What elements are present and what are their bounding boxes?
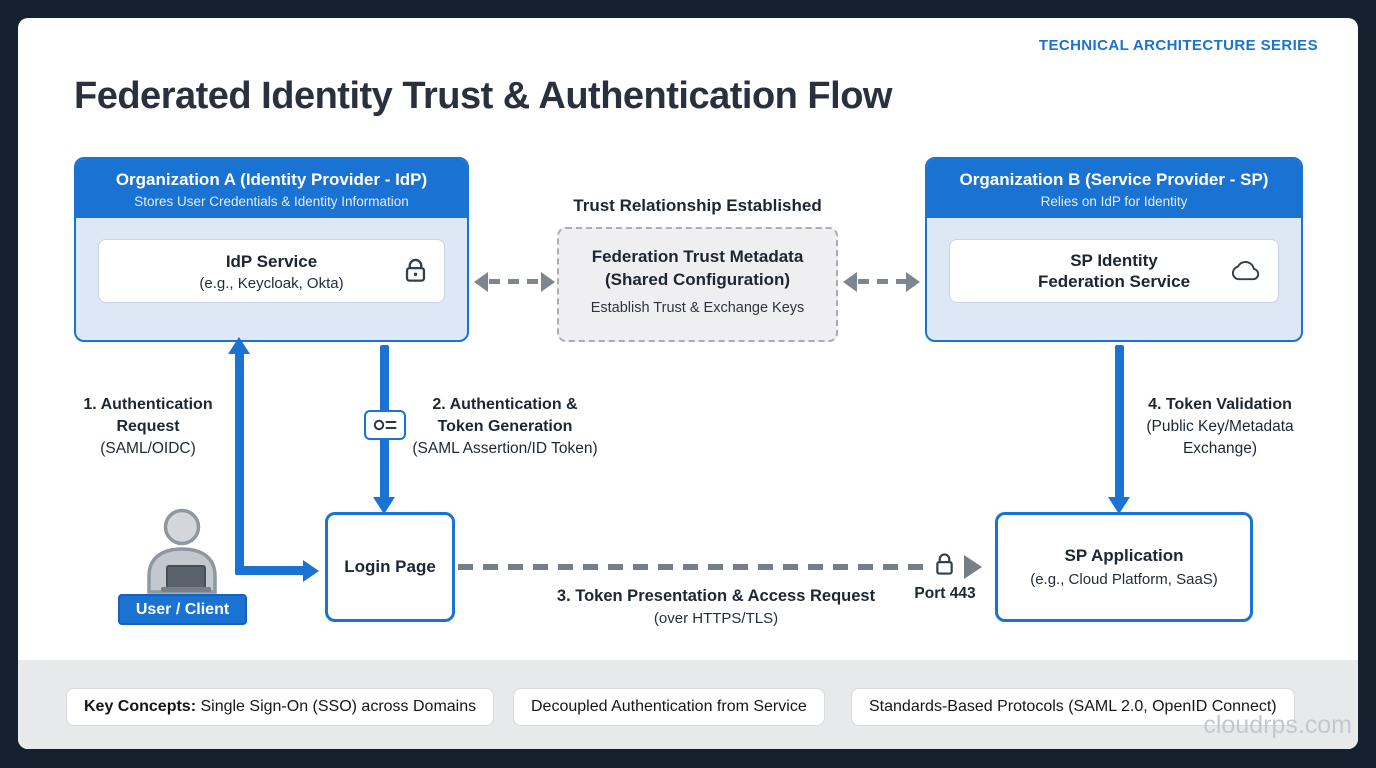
idp-service-name: IdP Service [225,251,318,271]
page-title: Federated Identity Trust & Authenticatio… [74,75,892,117]
flow3-arrowhead-right [964,555,982,579]
org-b-header: Organization B (Service Provider - SP) R… [927,159,1301,218]
watermark: cloudrps.com [1203,711,1352,739]
step4-line3: Exchange) [1182,440,1258,457]
port-lock-icon [936,553,953,575]
login-page-box: Login Page [325,512,455,622]
step1-line1: 1. Authentication [83,396,213,413]
trust-subtitle: Establish Trust & Exchange Keys [590,300,805,316]
port-443-label: Port 443 [914,585,976,602]
key-concept-2-text: Decoupled Authentication from Service [531,698,807,715]
org-a-title: Organization A (Identity Provider - IdP) [115,170,428,189]
cloud-icon [1231,261,1260,281]
org-b-body: SP Identity Federation Service [927,218,1301,324]
key-concept-3: Standards-Based Protocols (SAML 2.0, Ope… [851,688,1295,726]
org-a-header: Organization A (Identity Provider - IdP)… [76,159,467,218]
step2-line3: (SAML Assertion/ID Token) [412,440,598,457]
org-b-title: Organization B (Service Provider - SP) [959,170,1269,189]
trust-connector-b-line [858,279,906,284]
key-concept-2: Decoupled Authentication from Service [513,688,825,726]
trust-title-line1: Federation Trust Metadata [591,247,804,266]
key-concept-1: Key Concepts: Single Sign-On (SSO) acros… [66,688,495,726]
id-badge-icon [373,419,396,431]
flow1-arrowhead-up [228,337,250,354]
token-badge [364,410,406,440]
step1-line2: Request [116,418,180,435]
diagram-canvas [18,18,1358,749]
step1-label: 1. Authentication Request (SAML/OIDC) [74,394,222,460]
sp-identity-service-card: SP Identity Federation Service [949,239,1279,303]
org-b-subtitle: Relies on IdP for Identity [1040,194,1188,209]
user-client-label: User / Client [118,594,247,625]
sp-application-name: SP Application [1064,546,1184,565]
step4-label: 4. Token Validation (Public Key/Metadata… [1134,394,1306,460]
sp-identity-name-line1: SP Identity [1070,251,1158,270]
org-a-box: Organization A (Identity Provider - IdP)… [74,157,469,342]
trust-connector-a-right-arrowhead [541,272,555,292]
user-to-login-arrowhead [303,560,319,582]
step1-line3: (SAML/OIDC) [100,440,196,457]
key-concept-3-text: Standards-Based Protocols (SAML 2.0, Ope… [869,698,1277,715]
org-a-subtitle: Stores User Credentials & Identity Infor… [134,194,409,209]
sp-identity-name-line2: Federation Service [1037,272,1191,291]
person-laptop-icon [147,508,217,594]
flow1-vertical-line [235,353,244,575]
idp-service-card: IdP Service (e.g., Keycloak, Okta) [98,239,445,303]
lock-icon [405,258,426,282]
trust-connector-b-right-arrowhead [906,272,920,292]
org-a-body: IdP Service (e.g., Keycloak, Okta) [76,218,467,324]
trust-title-line2: (Shared Configuration) [604,270,791,289]
org-b-box: Organization B (Service Provider - SP) R… [925,157,1303,342]
step3-line1: 3. Token Presentation & Access Request [556,587,876,605]
step2-label: 2. Authentication & Token Generation (SA… [405,394,605,460]
flow2-arrowhead-down [373,497,395,514]
trust-metadata-box: Federation Trust Metadata (Shared Config… [557,227,838,342]
flow3-dashed-line [458,564,928,570]
key-concept-1-text: Single Sign-On (SSO) across Domains [196,698,477,715]
step2-line2: Token Generation [437,418,573,435]
sp-application-box: SP Application (e.g., Cloud Platform, Sa… [995,512,1253,622]
step2-line1: 2. Authentication & [432,396,578,413]
idp-service-detail: (e.g., Keycloak, Okta) [199,274,344,292]
login-page-label: Login Page [344,557,436,576]
sp-application-detail: (e.g., Cloud Platform, SaaS) [1030,571,1218,588]
series-label: TECHNICAL ARCHITECTURE SERIES [1038,37,1318,54]
flow4-arrowhead-down [1108,497,1130,514]
trust-connector-a-line [489,279,541,284]
key-concept-1-bold: Key Concepts: [84,698,197,715]
step3-line2: (over HTTPS/TLS) [653,610,779,627]
trust-connector-b-left-arrowhead [843,272,857,292]
step4-line2: (Public Key/Metadata [1146,418,1294,435]
user-to-login-line [235,566,305,575]
flow4-vertical-line [1115,345,1124,498]
trust-connector-a-left-arrowhead [474,272,488,292]
trust-heading: Trust Relationship Established [573,196,822,215]
step4-line1: 4. Token Validation [1148,396,1292,413]
